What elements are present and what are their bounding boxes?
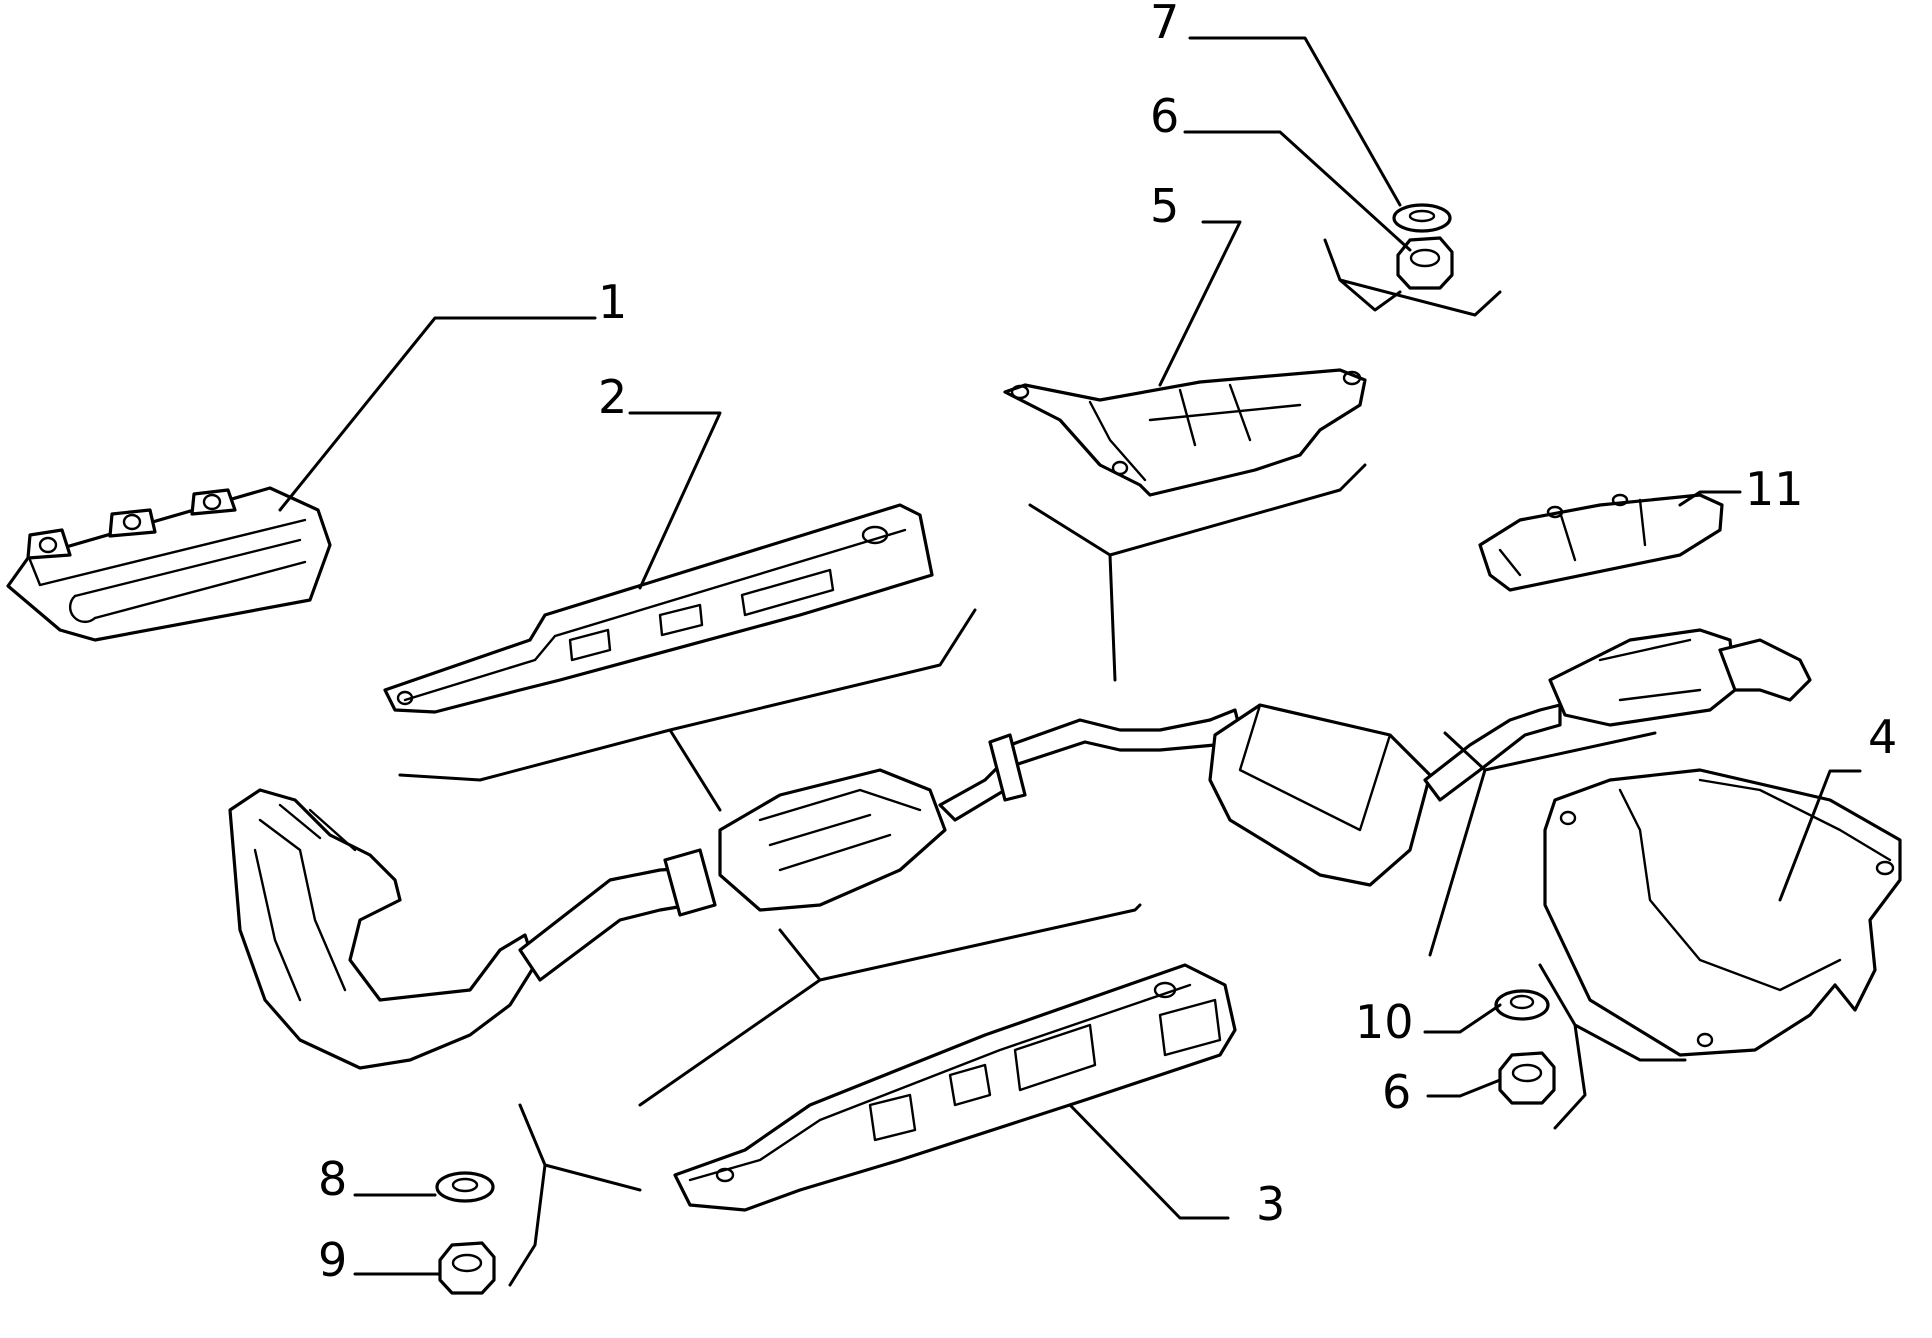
callout-1: 1 <box>598 275 627 329</box>
callout-6-lower: 6 <box>1382 1065 1411 1119</box>
callout-4: 4 <box>1868 710 1897 764</box>
callout-10: 10 <box>1355 995 1414 1049</box>
part-6-nut-upper <box>1396 236 1454 290</box>
callout-6-upper: 6 <box>1150 89 1179 143</box>
callout-labels: 1 2 3 4 5 6 6 7 8 9 10 11 <box>318 0 1897 1287</box>
callout-3: 3 <box>1256 1177 1285 1231</box>
assembly-brackets <box>398 238 1687 1287</box>
callout-9: 9 <box>318 1233 347 1287</box>
callout-2: 2 <box>598 370 627 424</box>
part-4-silencer-shield <box>1543 768 1902 1057</box>
part-11-rear-shield <box>1478 493 1724 592</box>
callout-5: 5 <box>1150 179 1179 233</box>
part-9-nut <box>438 1241 496 1295</box>
part-3-lower-shield <box>673 963 1237 1212</box>
part-10-washer <box>1494 989 1550 1021</box>
part-5-center-shield <box>1003 368 1367 497</box>
callout-11: 11 <box>1745 462 1804 516</box>
part-6-nut-lower <box>1498 1051 1556 1105</box>
callout-leaders <box>278 36 1862 1276</box>
exhaust-assembly <box>228 628 1812 1070</box>
callout-7: 7 <box>1150 0 1179 49</box>
callout-8: 8 <box>318 1152 347 1206</box>
part-7-washer <box>1392 203 1452 233</box>
part-8-washer <box>435 1171 495 1203</box>
part-2-tunnel-shield <box>383 503 934 714</box>
part-1-heat-shield <box>6 486 332 642</box>
